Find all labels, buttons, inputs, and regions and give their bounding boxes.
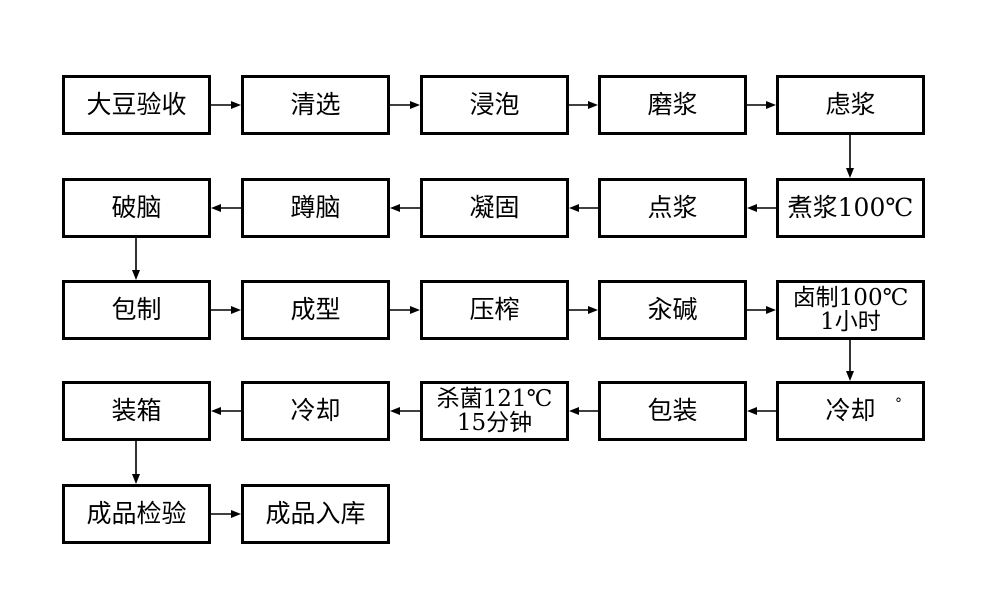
process-step-label: 15分钟 (456, 410, 533, 436)
flow-arrow-9 (211, 204, 241, 212)
flow-arrow-17 (569, 407, 598, 415)
process-step-label: 煮浆100℃ (787, 192, 914, 222)
process-step-9: 蹲脑 (241, 178, 390, 238)
process-step-2: 清选 (241, 75, 390, 135)
process-step-label: 蹲脑 (290, 192, 341, 222)
flow-arrow-1 (211, 101, 241, 109)
flow-arrow-12 (390, 306, 420, 314)
flow-arrow-21 (211, 510, 241, 518)
process-step-12: 成型 (241, 280, 390, 340)
flow-arrow-11 (211, 306, 241, 314)
process-step-label: 破脑 (111, 192, 162, 222)
flow-arrow-4 (747, 101, 776, 109)
flow-arrow-16 (747, 407, 776, 415)
process-step-label: 成品入库 (265, 498, 366, 528)
process-step-16: 冷却 (776, 381, 925, 441)
process-step-3: 浸泡 (420, 75, 569, 135)
process-step-1: 大豆验收 (62, 75, 211, 135)
process-step-label: 成型 (290, 294, 341, 324)
process-step-label: 杀菌121℃ (436, 385, 553, 412)
flow-arrow-6 (747, 204, 776, 212)
process-step-label: 装箱 (111, 395, 162, 425)
process-step-label: 1小时 (820, 309, 881, 335)
process-step-11: 包制 (62, 280, 211, 340)
flow-arrow-18 (390, 407, 420, 415)
process-step-label: 卤制100℃ (792, 284, 909, 311)
process-step-label: 虑浆 (825, 89, 876, 119)
flow-arrow-20 (132, 441, 140, 484)
process-step-label: 冷却 (825, 395, 876, 425)
process-step-8: 凝固 (420, 178, 569, 238)
process-step-13: 压榨 (420, 280, 569, 340)
process-step-label: 压榨 (469, 294, 520, 324)
process-step-6: 煮浆100℃ (776, 178, 925, 238)
process-step-label: 冷却 (290, 395, 341, 425)
process-step-5: 虑浆 (776, 75, 925, 135)
process-step-label: 汆碱 (647, 294, 698, 324)
process-step-label: 点浆 (647, 192, 698, 222)
stray-degree-mark: ° (895, 396, 902, 412)
process-step-label: 浸泡 (469, 89, 520, 119)
flow-arrow-10 (132, 238, 140, 280)
process-step-10: 破脑 (62, 178, 211, 238)
process-step-22: 成品入库 (241, 484, 390, 544)
process-step-19: 冷却 (241, 381, 390, 441)
process-step-label: 清选 (290, 89, 341, 119)
process-step-label: 包制 (111, 294, 162, 324)
flow-arrow-14 (747, 306, 776, 314)
process-step-21: 成品检验 (62, 484, 211, 544)
flow-arrow-15 (846, 340, 854, 381)
flow-arrow-13 (569, 306, 598, 314)
flow-arrow-7 (569, 204, 598, 212)
flow-arrow-2 (390, 101, 420, 109)
process-step-label: 磨浆 (647, 89, 698, 119)
process-step-4: 磨浆 (598, 75, 747, 135)
process-step-14: 汆碱 (598, 280, 747, 340)
process-step-17: 包装 (598, 381, 747, 441)
process-step-label: 包装 (647, 395, 698, 425)
flow-arrow-5 (846, 135, 854, 178)
process-step-label: 成品检验 (86, 498, 187, 528)
process-step-label: 凝固 (469, 192, 520, 222)
flow-arrow-8 (390, 204, 420, 212)
flow-arrow-19 (211, 407, 241, 415)
process-step-7: 点浆 (598, 178, 747, 238)
process-step-20: 装箱 (62, 381, 211, 441)
flow-arrow-3 (569, 101, 598, 109)
process-step-label: 大豆验收 (86, 89, 187, 119)
